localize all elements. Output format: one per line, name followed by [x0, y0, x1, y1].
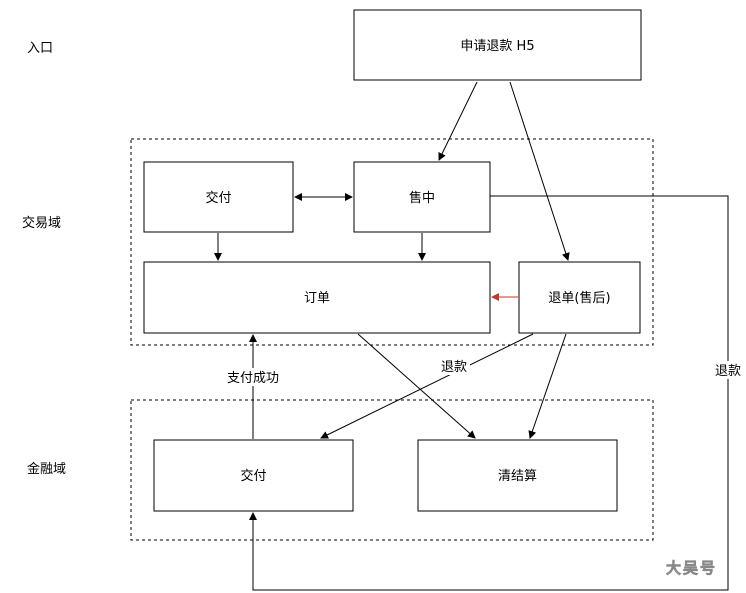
node-settlement-label: 清结算: [498, 469, 537, 484]
node-pay-finance[interactable]: 交付: [153, 439, 354, 512]
trade-domain-zone: [130, 138, 654, 346]
edge-refundorder-to-finance-pay: [320, 333, 534, 439]
edge-salemid-to-finance-pay-refund: [249, 195, 729, 591]
node-refund-h5[interactable]: 申请退款 H5: [353, 9, 642, 81]
node-refund-order[interactable]: 退单(售后): [518, 261, 641, 334]
zone-label-entry: 入口: [27, 41, 53, 56]
node-sale-mid[interactable]: 售中: [353, 161, 491, 233]
zone-label-trade: 交易域: [22, 215, 61, 231]
finance-domain-zone: [130, 399, 654, 541]
node-refund-h5-label: 申请退款 H5: [460, 39, 534, 54]
zone-label-finance: 金融域: [27, 461, 66, 477]
node-settlement[interactable]: 清结算: [417, 439, 618, 512]
edge-h5-to-refundorder: [509, 81, 570, 261]
edge-order-to-settlement: [357, 333, 476, 439]
node-pay-trade[interactable]: 交付: [143, 161, 294, 233]
edge-label-refund-left: 退款: [441, 360, 467, 375]
edge-label-refund-right: 退款: [715, 364, 741, 379]
node-refund-order-label: 退单(售后): [548, 290, 610, 306]
edge-h5-to-salemid: [438, 81, 478, 161]
edge-label-pay-success: 支付成功: [227, 371, 279, 386]
node-order[interactable]: 订单: [143, 261, 491, 334]
watermark-text: 大吴号: [666, 559, 717, 577]
node-order-label: 订单: [304, 291, 330, 306]
node-pay-finance-label: 交付: [240, 468, 266, 484]
node-sale-mid-label: 售中: [409, 190, 435, 206]
edge-refundorder-to-settlement: [528, 333, 567, 439]
node-pay-trade-label: 交付: [205, 190, 231, 206]
